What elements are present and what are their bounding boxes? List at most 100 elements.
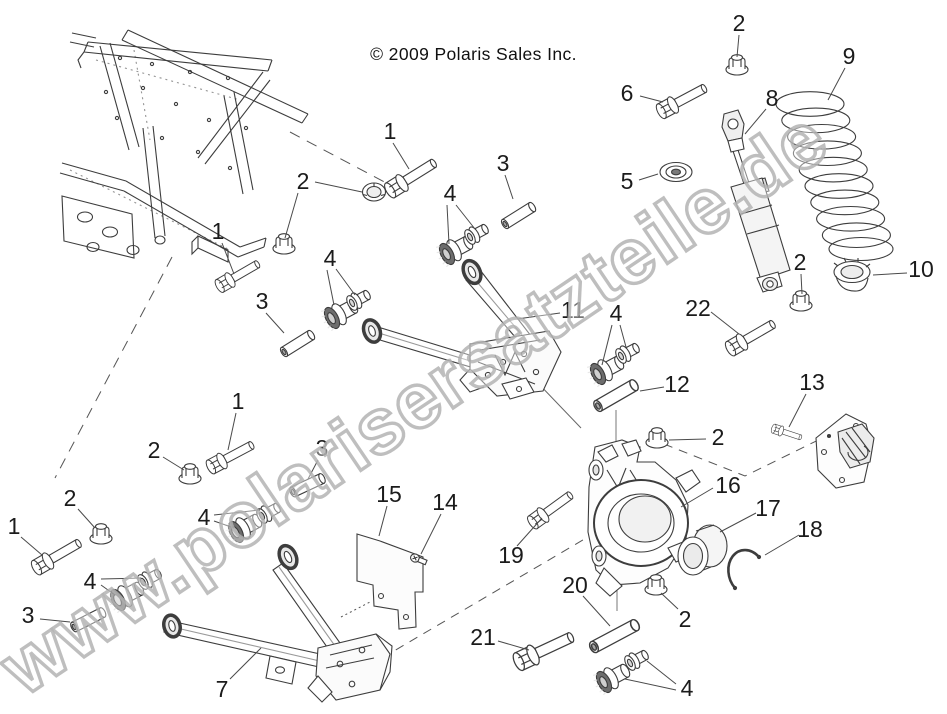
leader-line-2: [314, 181, 363, 193]
callout-label-10: 10: [908, 256, 934, 282]
leader-line-1: [20, 536, 43, 556]
bearing-carrier: [587, 439, 701, 597]
callout-label-17: 17: [755, 495, 781, 521]
hex-bolt-1c: [203, 436, 258, 477]
leader-line-18: [764, 534, 800, 556]
callout-label-14: 14: [432, 489, 458, 515]
spacer-tube-20: [587, 617, 642, 655]
leader-line-14: [420, 513, 442, 555]
hex-bolt-19: [524, 486, 578, 532]
spring-retainer: [833, 257, 871, 292]
callout-label-1: 1: [232, 388, 245, 414]
caliper-bolt-13: [769, 422, 804, 443]
callout-label-16: 16: [715, 472, 741, 498]
spacer-tube-3d: [68, 606, 108, 634]
callout-label-9: 9: [843, 43, 856, 69]
leader-line-11: [516, 312, 561, 320]
hex-bolt-6: [653, 79, 711, 122]
leader-line-4: [601, 324, 613, 366]
leader-line-3: [265, 312, 285, 334]
snap-ring: [727, 548, 762, 591]
leader-line-1: [392, 142, 410, 170]
hex-bolt-21: [509, 626, 578, 674]
callout-label-5: 5: [621, 168, 634, 194]
leader-line-4: [100, 584, 116, 596]
callout-label-22: 22: [685, 295, 711, 321]
flange-nut-2b: [272, 233, 296, 255]
copyright-notice: © 2009 Polaris Sales Inc.: [370, 44, 577, 64]
leader-line-4: [455, 204, 476, 230]
callout-label-2: 2: [148, 437, 161, 463]
callout-label-4: 4: [324, 245, 337, 271]
leader-line-19: [516, 517, 543, 547]
hex-bolt-1d: [28, 534, 86, 578]
brake-caliper: [815, 413, 875, 489]
leader-line-2: [284, 192, 299, 239]
hex-bolt-1a: [381, 153, 441, 202]
leader-line-3: [504, 174, 514, 200]
callout-label-19: 19: [498, 542, 524, 568]
callout-label-2: 2: [794, 249, 807, 275]
callout-label-1: 1: [212, 218, 225, 244]
callout-label-3: 3: [22, 602, 35, 628]
leader-line-12: [639, 386, 665, 392]
callout-label-6: 6: [621, 80, 634, 106]
callout-label-2: 2: [64, 485, 77, 511]
guard-plate: [356, 533, 424, 630]
callout-label-2: 2: [297, 168, 310, 194]
spacer-tube-3b: [278, 328, 317, 359]
callout-label-1: 1: [384, 118, 397, 144]
leader-line-7: [229, 647, 262, 680]
callout-label-4: 4: [681, 675, 694, 701]
leader-line-13: [788, 393, 807, 428]
callout-label-15: 15: [376, 481, 402, 507]
leader-line-21: [497, 640, 530, 651]
callout-label-2: 2: [712, 424, 725, 450]
callout-label-7: 7: [216, 676, 229, 702]
leader-line-4: [213, 520, 235, 529]
leader-line-2: [77, 508, 96, 529]
leader-line-2: [736, 34, 740, 58]
callout-label-12: 12: [664, 371, 690, 397]
leader-line-2: [800, 273, 803, 295]
leader-line-3: [307, 459, 319, 480]
leader-line-4: [100, 577, 142, 580]
leader-line-6: [639, 95, 664, 103]
callout-label-4: 4: [610, 300, 623, 326]
leader-line-4: [624, 678, 677, 691]
leader-line-4: [619, 324, 627, 348]
callout-label-21: 21: [470, 624, 496, 650]
callout-label-4: 4: [84, 568, 97, 594]
shock-absorber: [721, 109, 791, 293]
callout-label-11: 11: [561, 297, 585, 323]
callout-label-3: 3: [497, 150, 510, 176]
callout-label-1: 1: [8, 513, 21, 539]
leader-line-5: [638, 173, 659, 181]
spring-washer: [659, 161, 693, 183]
chassis-frame: [59, 29, 309, 263]
leader-line-3: [39, 618, 71, 623]
leader-line-2: [668, 438, 707, 441]
leader-line-4: [326, 269, 335, 306]
leader-line-4: [646, 660, 677, 685]
phantom-lines: [54, 131, 858, 659]
flange-nut-2b-top: [361, 182, 387, 202]
callout-label-3: 3: [256, 288, 269, 314]
leader-line-10: [872, 272, 908, 276]
leader-line-20: [582, 595, 611, 627]
leader-line-15: [378, 505, 388, 537]
callout-label-13: 13: [799, 369, 825, 395]
upper-a-arm: [361, 258, 562, 400]
callout-label-3: 3: [316, 435, 329, 461]
leader-line-17: [719, 512, 757, 533]
coil-spring: [775, 91, 894, 262]
bearing-spacer-sleeve: [677, 524, 728, 576]
callout-label-4: 4: [198, 504, 211, 530]
hex-bolt-22: [722, 315, 780, 359]
leader-line-2: [162, 456, 185, 471]
leader-line-16: [680, 487, 714, 508]
flange-nut-2f: [645, 427, 669, 449]
leader-line-9: [827, 67, 846, 101]
